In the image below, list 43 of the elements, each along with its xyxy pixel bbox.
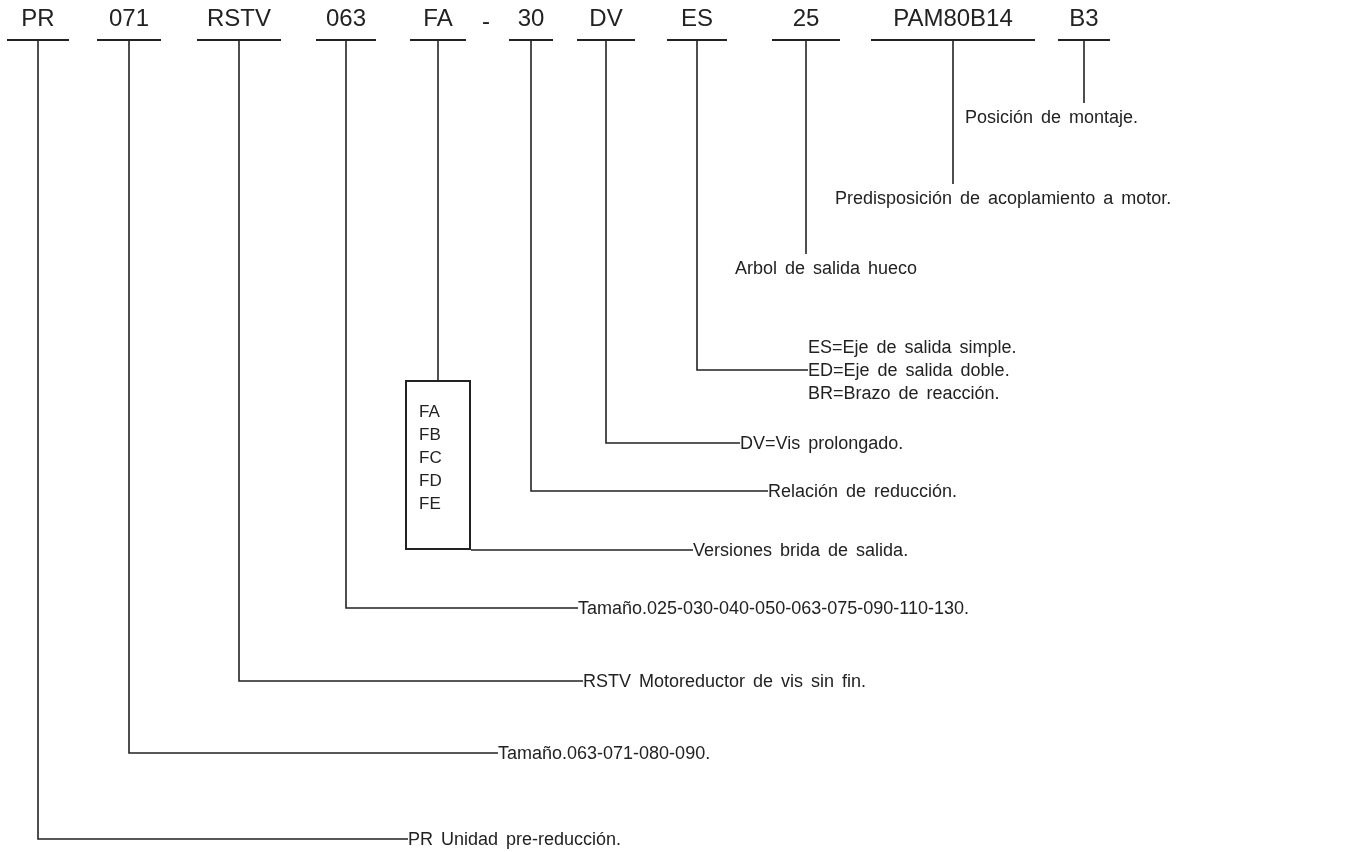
code-segment: 25 bbox=[772, 3, 840, 41]
code-segment: RSTV bbox=[197, 3, 281, 41]
code-segment: PAM80B14 bbox=[871, 3, 1035, 41]
leader-line bbox=[696, 40, 809, 371]
description-text: Arbol de salida hueco bbox=[735, 254, 918, 282]
description-text: PR Unidad pre-reducción. bbox=[408, 827, 622, 851]
code-segment: 063 bbox=[316, 3, 376, 41]
leader-line bbox=[952, 40, 954, 185]
description-text: Versiones brida de salida. bbox=[693, 538, 909, 562]
option-code: FC bbox=[419, 447, 442, 469]
option-code: FB bbox=[419, 424, 441, 446]
description-text: DV=Vis prolongado. bbox=[740, 431, 904, 455]
code-segment: 071 bbox=[97, 3, 161, 41]
description-text: RSTV Motoreductor de vis sin fin. bbox=[583, 669, 867, 693]
description-text: ED=Eje de salida doble. bbox=[808, 358, 1011, 382]
code-segment: B3 bbox=[1058, 3, 1110, 41]
description-text: Relación de reducción. bbox=[768, 479, 958, 503]
code-segment: PR bbox=[7, 3, 69, 41]
separator-dash: - bbox=[482, 6, 490, 36]
option-code: FD bbox=[419, 470, 442, 492]
description-text: Tamaño.025-030-040-050-063-075-090-110-130. bbox=[578, 596, 969, 620]
description-text: ES=Eje de salida simple. bbox=[808, 335, 1017, 359]
leader-line bbox=[128, 40, 499, 754]
code-segment: ES bbox=[667, 3, 727, 41]
description-text: Predisposición de acoplamiento a motor. bbox=[835, 184, 1172, 212]
code-segment: DV bbox=[577, 3, 635, 41]
leader-line bbox=[605, 40, 741, 444]
option-code: FE bbox=[419, 493, 441, 515]
leader-line bbox=[345, 40, 579, 609]
option-code: FA bbox=[419, 401, 440, 423]
code-segment: FA bbox=[410, 3, 466, 41]
leader-line bbox=[530, 40, 769, 492]
leader-line bbox=[238, 40, 584, 682]
leader-line bbox=[37, 40, 409, 840]
leader-line bbox=[470, 549, 694, 551]
leader-line bbox=[1083, 40, 1085, 104]
option-box bbox=[405, 380, 471, 550]
description-text: Tamaño.063-071-080-090. bbox=[498, 741, 711, 765]
leader-line bbox=[805, 40, 807, 255]
description-text: BR=Brazo de reacción. bbox=[808, 381, 1001, 405]
leader-line bbox=[437, 40, 439, 381]
code-segment: 30 bbox=[509, 3, 553, 41]
description-text: Posición de montaje. bbox=[965, 103, 1139, 131]
